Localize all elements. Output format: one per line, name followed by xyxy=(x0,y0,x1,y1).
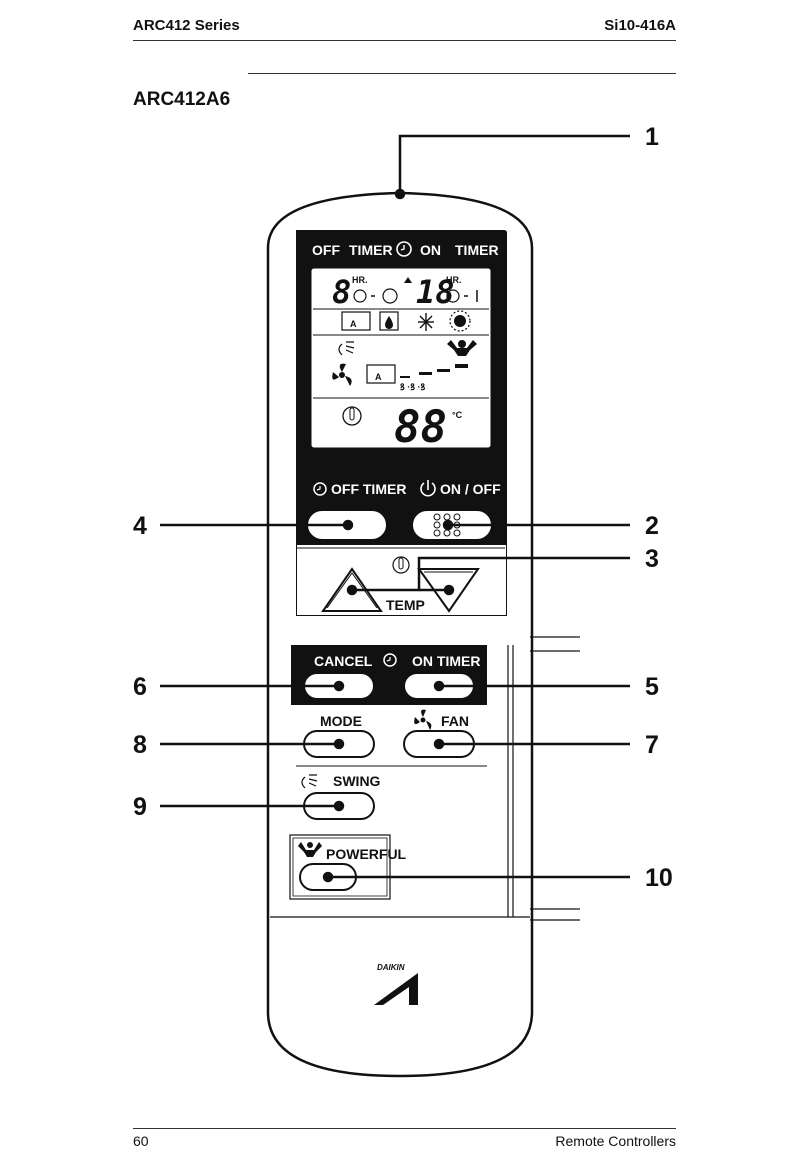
callout-10: 10 xyxy=(645,864,673,892)
on-off-label-group: ON / OFF xyxy=(420,480,501,497)
lcd-auto-mode-icon xyxy=(341,311,371,331)
lcd-dry-mode-icon xyxy=(379,311,399,331)
on-timer-label: ON TIMER xyxy=(412,653,480,669)
brand-text: DAIKIN xyxy=(377,963,405,972)
footer-section: Remote Controllers xyxy=(555,1133,676,1149)
lcd-fan-speed-icons: ꝸ ·ꝸ ·ꝸ xyxy=(400,382,425,392)
lcd-thermometer-icon xyxy=(342,406,362,426)
svg-text:A: A xyxy=(350,319,357,329)
clock-icon xyxy=(396,241,412,257)
daikin-logo: DAIKIN xyxy=(374,963,418,1005)
footer-rule xyxy=(133,1128,676,1129)
swing-icon xyxy=(301,774,318,789)
svg-text:A: A xyxy=(375,372,382,382)
callout-leaders xyxy=(160,134,630,883)
lcd-temp-thermometer-icon xyxy=(392,556,410,574)
lcd-clock-icon-left xyxy=(353,289,367,303)
lcd-swing-icon xyxy=(338,341,355,356)
temp-label: TEMP xyxy=(386,597,425,613)
lcd-temp-digits: 88 xyxy=(394,402,447,453)
lcd-powerful-icon xyxy=(447,340,477,356)
lcd-triangle-icon xyxy=(404,277,412,283)
power-icon xyxy=(420,482,436,497)
lcd-heat-mode-icon xyxy=(449,310,471,332)
lcd-fan-icon xyxy=(332,363,352,386)
lcd-temp-unit: °C xyxy=(452,410,463,420)
model-title: ARC412A6 xyxy=(133,89,231,110)
callout-2: 2 xyxy=(645,512,659,540)
callout-4: 4 xyxy=(133,512,147,540)
lcd-hr-left: HR. xyxy=(352,275,368,285)
panel-label-off: OFF xyxy=(312,242,340,258)
fan-label: FAN xyxy=(441,713,469,729)
panel-label-timer1: TIMER xyxy=(349,242,393,258)
header-rule xyxy=(133,40,676,41)
lcd-screen: 8 HR. 18 HR. A xyxy=(310,267,492,453)
lcd-circle-icon xyxy=(382,288,398,304)
panel-label-timer2: TIMER xyxy=(455,242,499,258)
on-off-label: ON / OFF xyxy=(440,481,501,497)
off-timer-label: OFF TIMER xyxy=(331,481,406,497)
lcd-timer-left-digits: 8 xyxy=(332,273,351,311)
header-doc-code: Si10-416A xyxy=(604,17,676,34)
callout-6: 6 xyxy=(133,673,147,701)
footer-page-number: 60 xyxy=(133,1133,149,1149)
fan-icon xyxy=(414,709,432,730)
callout-5: 5 xyxy=(645,673,659,701)
timer-panel: CANCEL ON TIMER xyxy=(291,645,487,705)
section-rule xyxy=(248,73,676,74)
callout-3: 3 xyxy=(645,545,659,573)
mode-label: MODE xyxy=(320,713,362,729)
swing-label: SWING xyxy=(333,773,381,789)
header-series: ARC412 Series xyxy=(133,17,240,34)
lcd-hr-right: HR. xyxy=(446,275,462,285)
panel-label-on: ON xyxy=(420,242,441,258)
lcd-fan-speed-bars xyxy=(400,364,468,378)
powerful-icon xyxy=(298,842,322,857)
on-timer-clock-icon xyxy=(383,653,397,667)
off-timer-button-label-group: OFF TIMER xyxy=(313,481,406,497)
powerful-label: POWERFUL xyxy=(326,846,407,862)
callout-7: 7 xyxy=(645,731,659,759)
lcd-clock-icon-right xyxy=(446,289,460,303)
callout-1: 1 xyxy=(645,123,659,151)
callout-9: 9 xyxy=(133,793,147,821)
lcd-auto-fan-icon xyxy=(366,364,396,384)
powerful-group: POWERFUL xyxy=(289,834,407,900)
cancel-label: CANCEL xyxy=(314,653,373,669)
off-timer-clock-icon xyxy=(313,482,327,496)
lcd-cool-mode-icon xyxy=(418,313,434,331)
callout-8: 8 xyxy=(133,731,147,759)
